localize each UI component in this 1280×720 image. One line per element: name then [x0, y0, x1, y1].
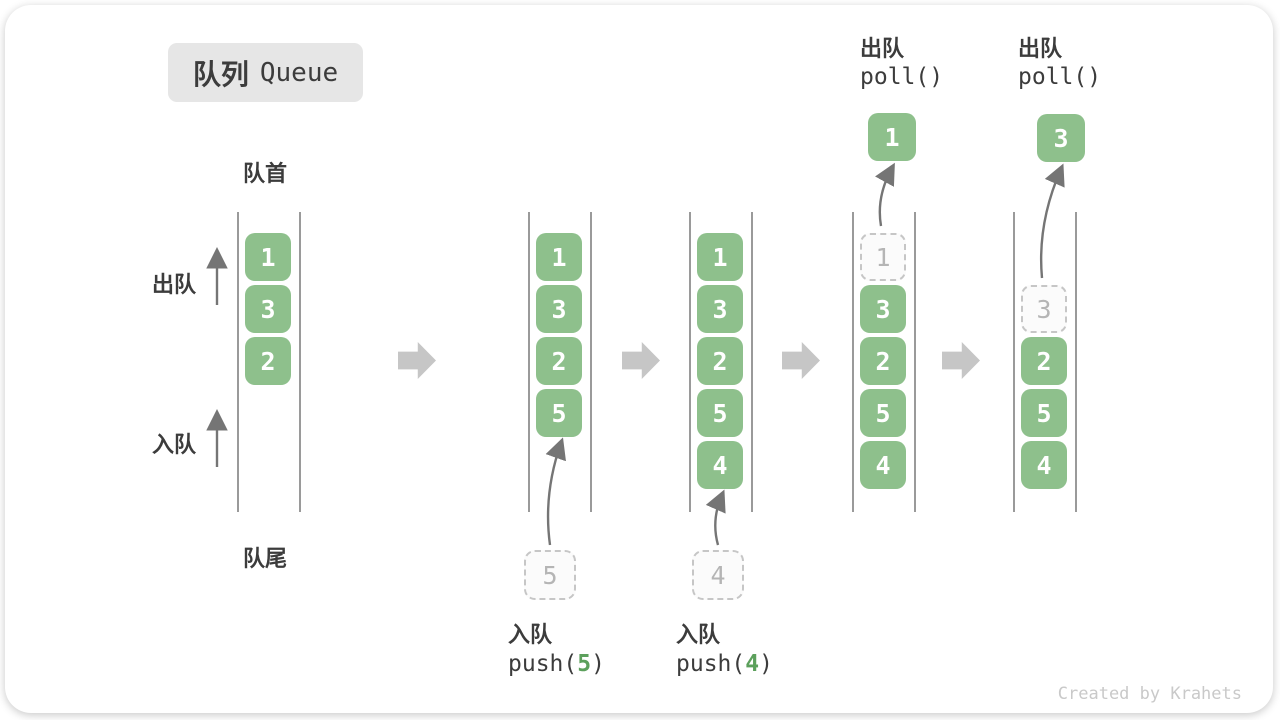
queue-item-box: 4	[1021, 441, 1067, 489]
popped-item-box: 1	[868, 113, 916, 161]
queue-item-box: 2	[245, 337, 291, 385]
title-badge: 队列 Queue	[168, 43, 363, 102]
enqueue-op-code: push(5)	[508, 651, 605, 677]
popped-item-box: 3	[1037, 114, 1085, 162]
queue-item-box: 3	[245, 285, 291, 333]
queue-item-box: 2	[860, 337, 906, 385]
queue-item-box: 2	[697, 337, 743, 385]
dequeue-op-code: poll()	[860, 64, 944, 90]
queue-item-box: 1	[697, 233, 743, 281]
queue-item-box: 3	[860, 285, 906, 333]
label-queue-rear: 队尾	[243, 546, 288, 571]
queue-item-box: 1	[536, 233, 582, 281]
removed-item-slot: 1	[860, 233, 906, 281]
queue-rail-left	[237, 212, 239, 512]
queue-item-box: 4	[860, 441, 906, 489]
label-queue-front: 队首	[243, 161, 288, 186]
queue-item-box: 5	[536, 389, 582, 437]
queue-rail-right	[751, 212, 753, 512]
queue-item-box: 5	[1021, 389, 1067, 437]
label-dequeue-side: 出队	[152, 272, 197, 297]
queue-item-box: 2	[1021, 337, 1067, 385]
queue-rail-right	[299, 212, 301, 512]
enqueue-op-code: push(4)	[676, 651, 773, 677]
queue-item-box: 3	[536, 285, 582, 333]
queue-rail-left	[852, 212, 854, 512]
queue-rail-left	[689, 212, 691, 512]
label-enqueue-side: 入队	[152, 432, 197, 457]
dequeue-op-label: 出队	[1018, 36, 1063, 61]
title-zh: 队列	[192, 58, 249, 90]
queue-item-box: 1	[245, 233, 291, 281]
dequeue-op-label: 出队	[860, 36, 905, 61]
queue-rail-right	[1075, 212, 1077, 512]
enqueue-arg-value: 5	[577, 651, 592, 677]
queue-item-box: 5	[860, 389, 906, 437]
title-en: Queue	[259, 57, 339, 88]
queue-rail-right	[590, 212, 592, 512]
enqueue-op-label: 入队	[676, 622, 721, 647]
queue-item-box: 4	[697, 441, 743, 489]
queue-item-box: 5	[697, 389, 743, 437]
dequeue-op-code: poll()	[1018, 64, 1102, 90]
watermark: Created by Krahets	[1057, 684, 1242, 704]
queue-rail-left	[528, 212, 530, 512]
staged-item-box: 5	[524, 550, 576, 600]
queue-rail-right	[914, 212, 916, 512]
enqueue-op-label: 入队	[508, 622, 553, 647]
queue-item-box: 2	[536, 337, 582, 385]
queue-rail-left	[1013, 212, 1015, 512]
enqueue-arg-value: 4	[745, 651, 760, 677]
queue-item-box: 3	[697, 285, 743, 333]
staged-item-box: 4	[692, 550, 744, 600]
removed-item-slot: 3	[1021, 285, 1067, 333]
